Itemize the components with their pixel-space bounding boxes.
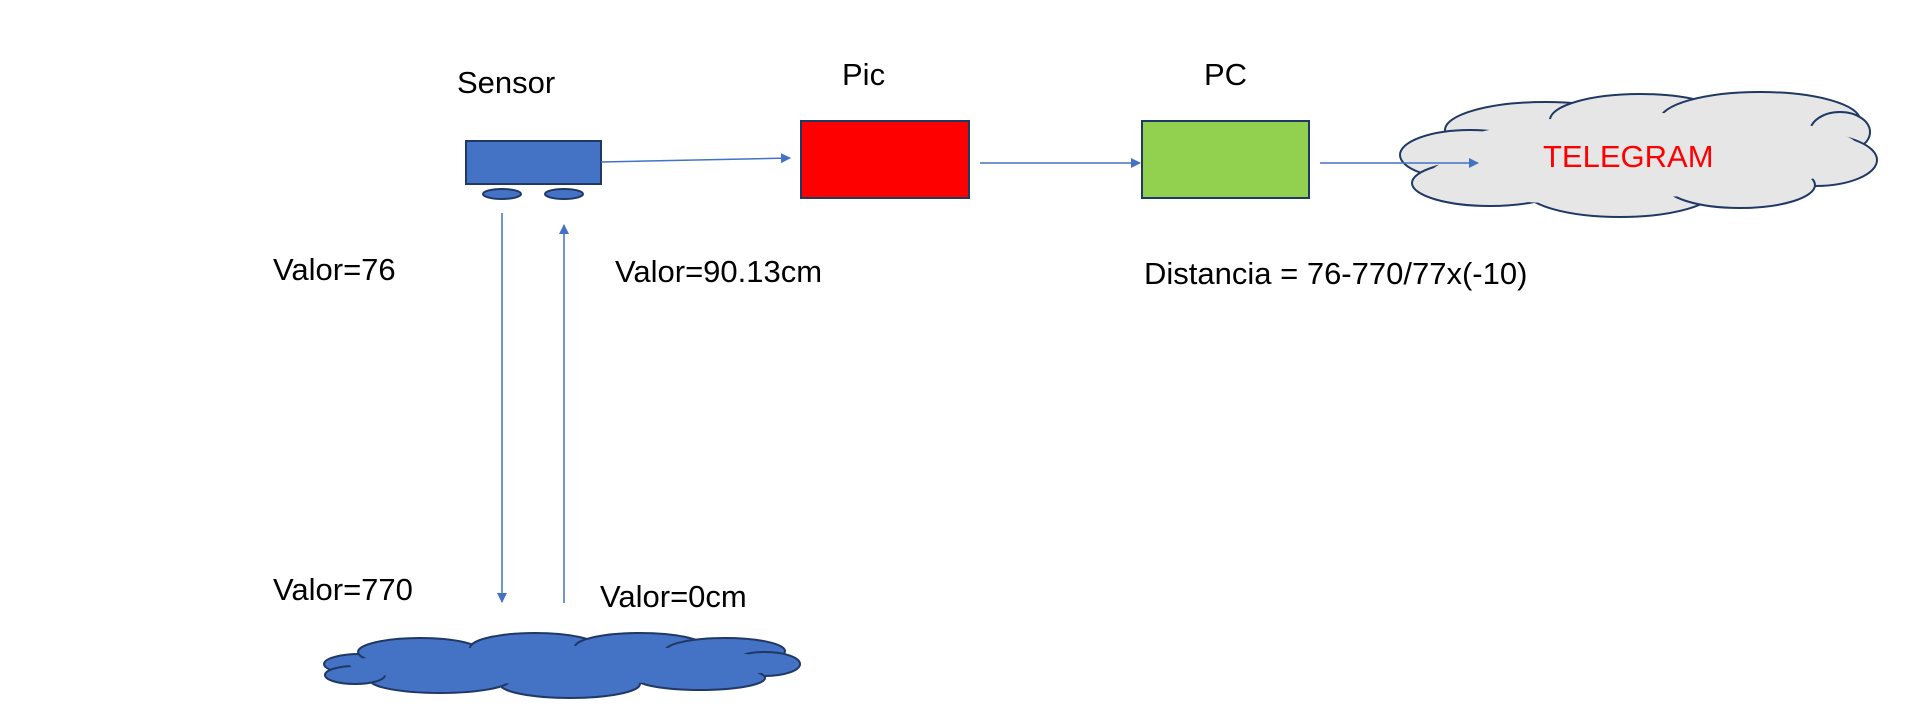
distancia-label: Distancia = 76-770/77x(-10)	[1144, 256, 1527, 291]
pc-block	[1141, 120, 1310, 199]
valor-76-label: Valor=76	[273, 252, 396, 287]
pic-label: Pic	[842, 57, 885, 92]
sensor-emitter	[482, 188, 522, 200]
sensor-receiver	[544, 188, 584, 200]
sensor-block	[465, 140, 602, 185]
ground-cloud	[323, 632, 801, 699]
pic-block	[800, 120, 970, 199]
pc-label: PC	[1204, 57, 1247, 92]
valor-770-label: Valor=770	[273, 572, 413, 607]
telegram-label: TELEGRAM	[1543, 139, 1714, 174]
sensor-label: Sensor	[457, 65, 555, 100]
valor-90-label: Valor=90.13cm	[615, 254, 822, 289]
telegram-cloud	[1399, 91, 1878, 218]
arrow-sensor-to-pic	[600, 153, 791, 164]
valor-0-label: Valor=0cm	[600, 579, 747, 614]
